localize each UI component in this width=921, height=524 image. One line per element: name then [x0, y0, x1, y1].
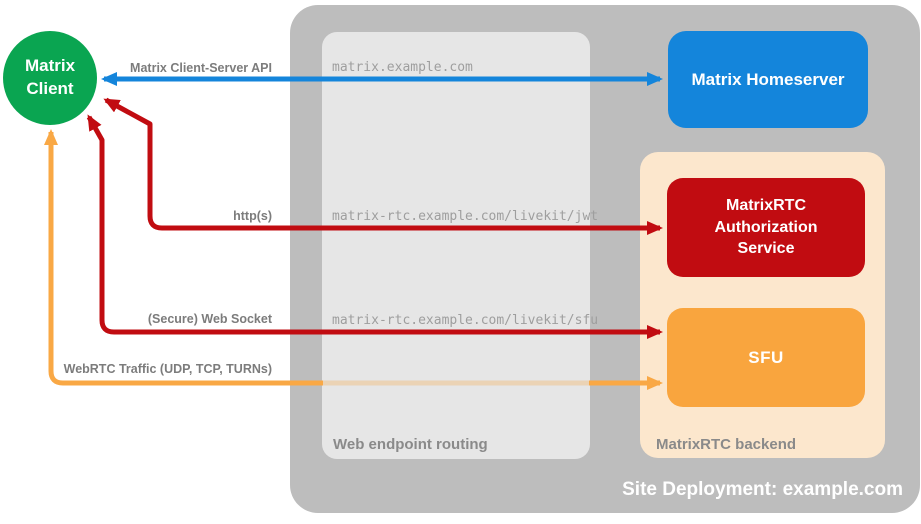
label-site-deployment: Site Deployment: example.com [622, 479, 903, 500]
node-matrixrtc-authorization-service: MatrixRTC Authorization Service [667, 178, 865, 277]
node-sfu-label: SFU [748, 347, 784, 367]
arrow-webrtc-traffic-left [44, 129, 323, 386]
node-matrixrtc-authorization-service-label: MatrixRTC Authorization Service [714, 197, 818, 258]
node-matrix-client: Matrix Client [3, 31, 97, 125]
label-web-endpoint-routing: Web endpoint routing [333, 436, 488, 453]
node-matrix-client-label: Matrix Client [24, 56, 76, 98]
label-https: http(s) [233, 209, 272, 223]
label-secure-web-socket: (Secure) Web Socket [147, 312, 272, 326]
label-matrixrtc-backend: MatrixRTC backend [656, 436, 797, 453]
endpoint-matrix-example-com: matrix.example.com [332, 60, 473, 75]
label-webrtc-traffic: WebRTC Traffic (UDP, TCP, TURNs) [63, 362, 272, 376]
endpoint-livekit-jwt: matrix-rtc.example.com/livekit/jwt [332, 209, 599, 224]
node-matrix-homeserver: Matrix Homeserver [668, 31, 868, 128]
node-sfu: SFU [667, 308, 865, 407]
web-endpoint-routing-box [322, 32, 590, 459]
node-matrix-homeserver-label: Matrix Homeserver [691, 69, 845, 89]
label-matrix-client-server-api: Matrix Client-Server API [130, 61, 272, 75]
endpoint-livekit-sfu: matrix-rtc.example.com/livekit/sfu [332, 313, 599, 328]
